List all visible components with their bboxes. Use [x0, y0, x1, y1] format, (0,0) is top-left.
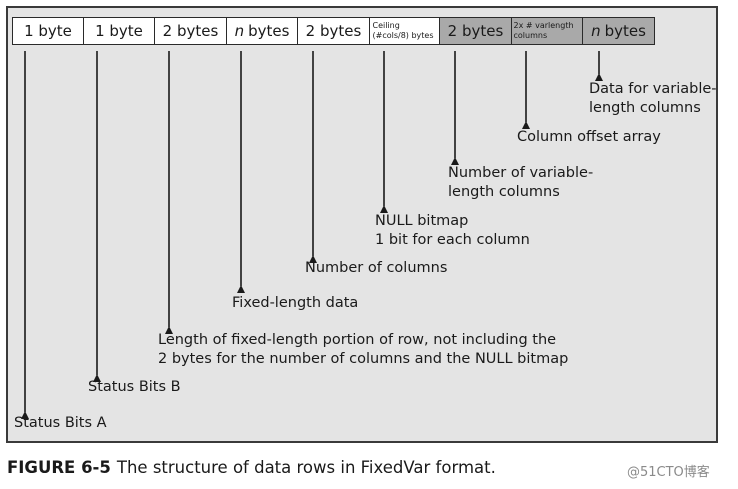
cell-offset-array: 2x # varlength columns	[510, 17, 584, 45]
cell-prefix: n	[234, 22, 245, 40]
cell-line-2: (#cols/8) bytes	[372, 31, 434, 40]
cell-fixed-data: n bytes	[225, 17, 299, 45]
label-num-var-columns-line-1: Number of variable-	[448, 165, 594, 181]
cell-label: bytes	[248, 22, 290, 40]
cell-label: 2 bytes	[305, 22, 362, 40]
cell-prefix: n	[591, 22, 601, 40]
label-null-bitmap-line-2: 1 bit for each column	[375, 232, 530, 248]
label-null-bitmap-line-1: NULL bitmap	[375, 213, 469, 229]
cell-line-2: columns	[513, 31, 548, 40]
figure-caption: FIGURE 6-5 The structure of data rows in …	[7, 458, 496, 477]
cell-line-1: 2x # varlength	[513, 21, 574, 30]
cell-fixed-length: 2 bytes	[154, 17, 227, 45]
label-status-bits-b: Status Bits B	[88, 379, 181, 395]
cell-variable-data: n bytes	[582, 17, 655, 45]
cell-line-1: Ceiling	[372, 21, 400, 30]
label-num-var-columns-line-2: length columns	[448, 184, 560, 200]
label-fixed-data: Fixed-length data	[232, 295, 359, 311]
label-offset-array: Column offset array	[517, 129, 661, 145]
cell-status-bits-a: 1 byte	[12, 17, 84, 45]
label-fixed-length: Length of fixed-length portion of row, n…	[158, 331, 568, 369]
label-variable-data-line-2: length columns	[589, 100, 701, 116]
row-structure: 1 byte 1 byte 2 bytes n bytes 2 bytes Ce…	[12, 17, 655, 45]
cell-null-bitmap: Ceiling (#cols/8) bytes	[368, 17, 441, 45]
label-num-var-columns: Number of variable- length columns	[448, 164, 593, 202]
label-variable-data: Data for variable- length columns	[589, 80, 717, 118]
label-variable-data-line-1: Data for variable-	[589, 81, 717, 97]
label-status-bits-a: Status Bits A	[14, 415, 107, 431]
cell-num-columns: 2 bytes	[297, 17, 370, 45]
cell-label: 1 byte	[24, 22, 72, 40]
figure-caption-text: The structure of data rows in FixedVar f…	[116, 458, 496, 477]
watermark-credit: @51CTO博客	[627, 465, 710, 480]
label-fixed-length-line-2: 2 bytes for the number of columns and th…	[158, 351, 569, 367]
figure-number: FIGURE 6-5	[7, 458, 111, 477]
cell-label: 2 bytes	[447, 22, 504, 40]
cell-label: 1 byte	[95, 22, 143, 40]
cell-num-var-columns: 2 bytes	[439, 17, 512, 45]
label-null-bitmap: NULL bitmap 1 bit for each column	[375, 212, 530, 250]
label-num-columns: Number of columns	[305, 260, 448, 276]
cell-label: bytes	[604, 22, 646, 40]
cell-label: 2 bytes	[162, 22, 219, 40]
label-fixed-length-line-1: Length of fixed-length portion of row, n…	[158, 332, 557, 348]
